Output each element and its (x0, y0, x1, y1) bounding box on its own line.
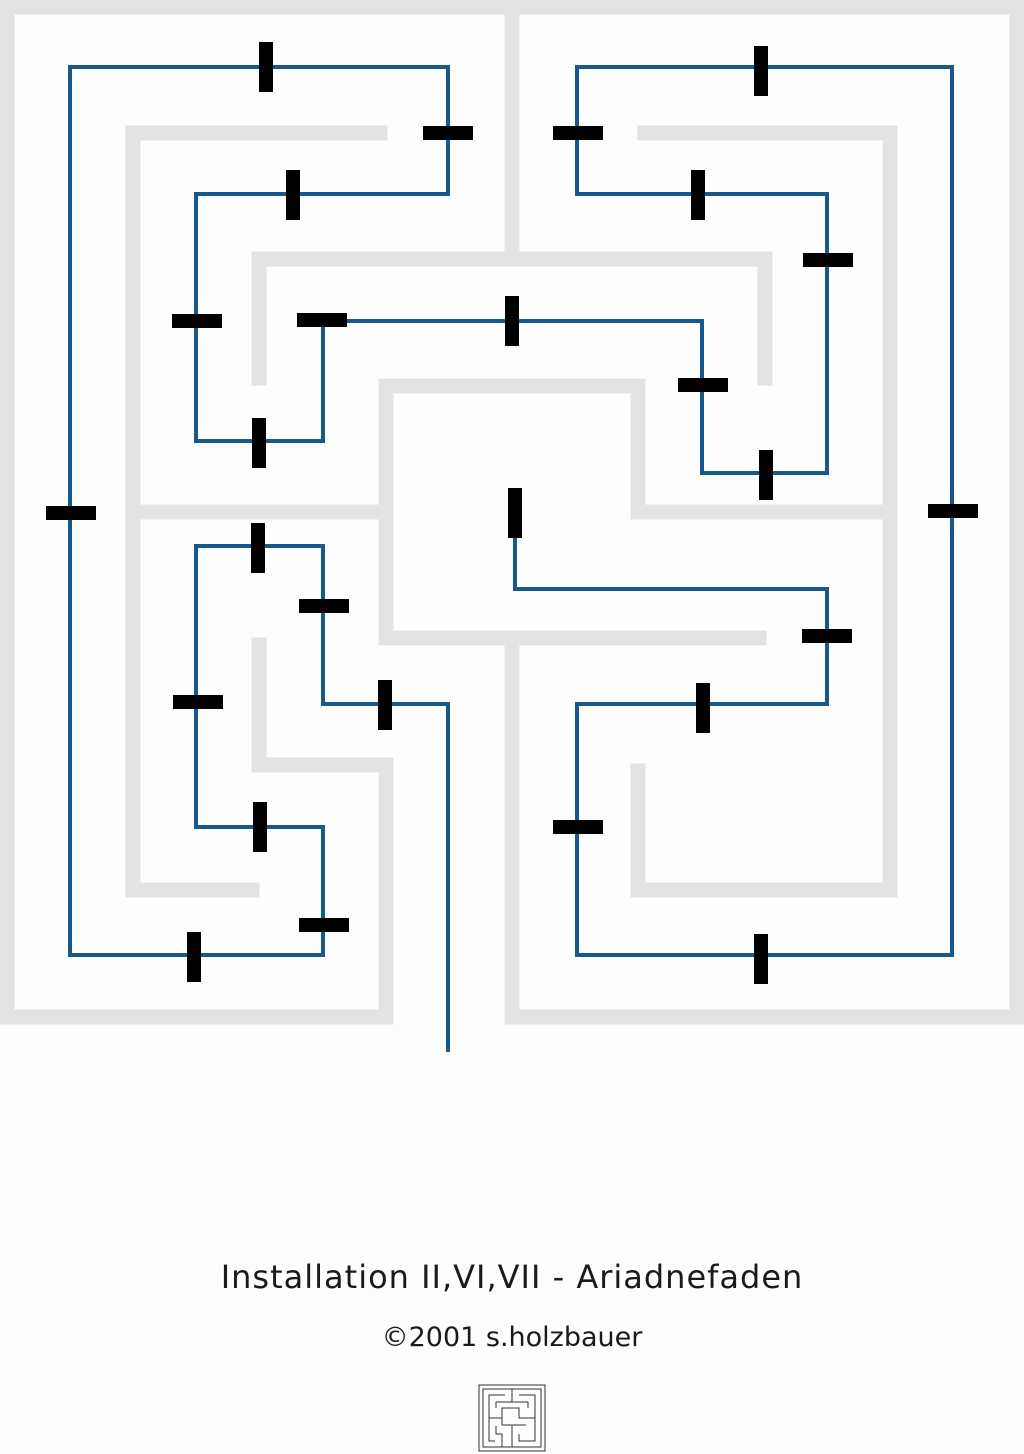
marker (297, 313, 347, 327)
crossing-markers (46, 42, 978, 984)
marker (252, 418, 266, 468)
marker (754, 46, 768, 96)
marker (187, 932, 201, 982)
wall-inner-top (251, 251, 773, 386)
labyrinth-logo-icon (478, 1384, 546, 1452)
marker (172, 314, 222, 328)
ariadne-thread (68, 65, 954, 1052)
marker (299, 918, 349, 932)
marker (754, 934, 768, 984)
marker (759, 450, 773, 500)
maze-walls (0, 0, 1024, 1025)
wall-tr-ring (637, 125, 898, 520)
marker (173, 695, 223, 709)
marker (553, 820, 603, 834)
diagram-title: Installation II,VI,VII - Ariadnefaden (220, 1258, 804, 1296)
wall-br-ring (630, 504, 898, 898)
marker (553, 126, 603, 140)
marker (286, 170, 300, 220)
marker (508, 488, 522, 538)
marker (253, 802, 267, 852)
marker (928, 504, 978, 518)
marker (378, 680, 392, 730)
copyright-notice: ©2001 s.holzbauer (381, 1322, 643, 1353)
wall-tl-ring (125, 125, 388, 520)
labyrinth-diagram (0, 0, 1024, 1052)
wall-bl-ring (125, 504, 260, 898)
marker (505, 296, 519, 346)
marker (251, 523, 265, 573)
marker (259, 42, 273, 92)
wall-center-box (378, 378, 898, 646)
marker (423, 126, 473, 140)
marker (803, 253, 853, 267)
marker (802, 629, 852, 643)
outer-wall-left (0, 0, 520, 1025)
marker (299, 599, 349, 613)
outer-wall-right (504, 0, 1024, 1025)
marker (46, 506, 96, 520)
wall-bl-inner (251, 637, 394, 1025)
marker (696, 683, 710, 733)
marker (691, 170, 705, 220)
marker (678, 378, 728, 392)
